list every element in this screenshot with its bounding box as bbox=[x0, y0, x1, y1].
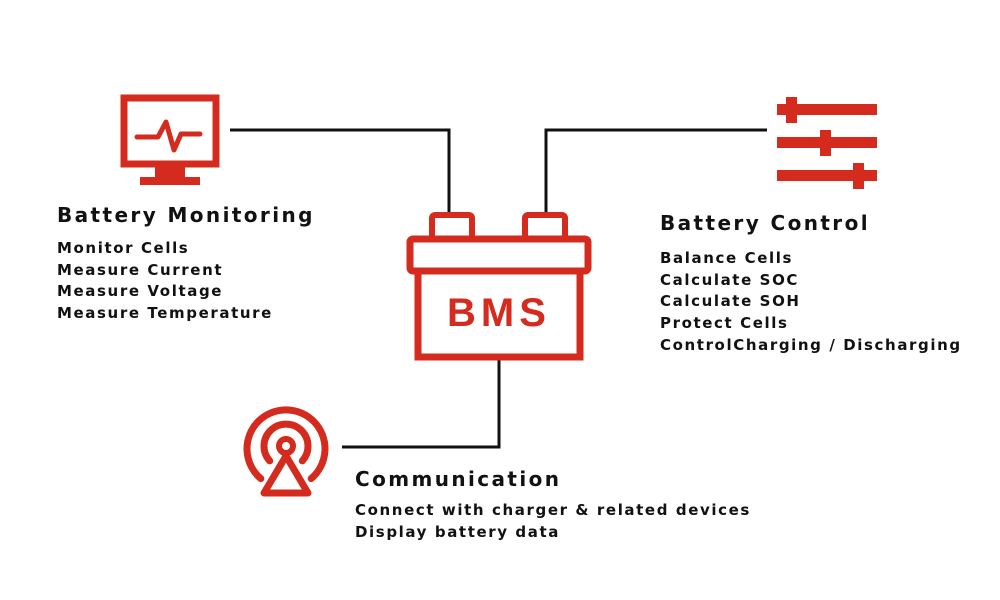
battery-monitoring-title: Battery Monitoring bbox=[57, 203, 315, 227]
list-item: Protect Cells bbox=[660, 314, 789, 333]
list-item: Measure Voltage bbox=[57, 282, 224, 301]
connector-control bbox=[544, 128, 767, 214]
battery-monitoring-list: Monitor Cells Measure Current Measure Vo… bbox=[57, 238, 315, 325]
broadcast-tower-icon bbox=[243, 406, 329, 497]
communication-title: Communication bbox=[355, 467, 562, 491]
bms-label: BMS bbox=[447, 291, 551, 335]
battery-monitoring-section: Battery Monitoring Monitor Cells Measure… bbox=[57, 203, 315, 325]
battery-control-section: Battery Control Balance Cells Calculate … bbox=[660, 211, 962, 357]
battery-control-list: Balance Cells Calculate SOC Calculate SO… bbox=[660, 248, 962, 357]
connector-communication bbox=[342, 360, 501, 449]
connector-monitoring bbox=[230, 128, 451, 214]
list-item: Monitor Cells bbox=[57, 239, 190, 257]
bms-battery: BMS bbox=[406, 212, 592, 361]
list-item: Calculate SOH bbox=[660, 292, 801, 311]
monitor-pulse-icon bbox=[120, 94, 220, 185]
list-item: Balance Cells bbox=[660, 249, 793, 267]
communication-section: Communication Connect with charger & rel… bbox=[355, 467, 751, 543]
sliders-icon bbox=[777, 97, 877, 189]
communication-list: Connect with charger & related devices D… bbox=[355, 500, 751, 543]
list-item: Calculate SOC bbox=[660, 270, 800, 289]
list-item: ControlCharging / Discharging bbox=[660, 335, 962, 354]
battery-control-title: Battery Control bbox=[660, 211, 870, 235]
list-item: Measure Temperature bbox=[57, 304, 273, 323]
list-item: Measure Current bbox=[57, 260, 224, 279]
connectors bbox=[230, 128, 767, 449]
list-item: Display battery data bbox=[355, 522, 560, 541]
list-item: Connect with charger & related devices bbox=[355, 501, 751, 519]
